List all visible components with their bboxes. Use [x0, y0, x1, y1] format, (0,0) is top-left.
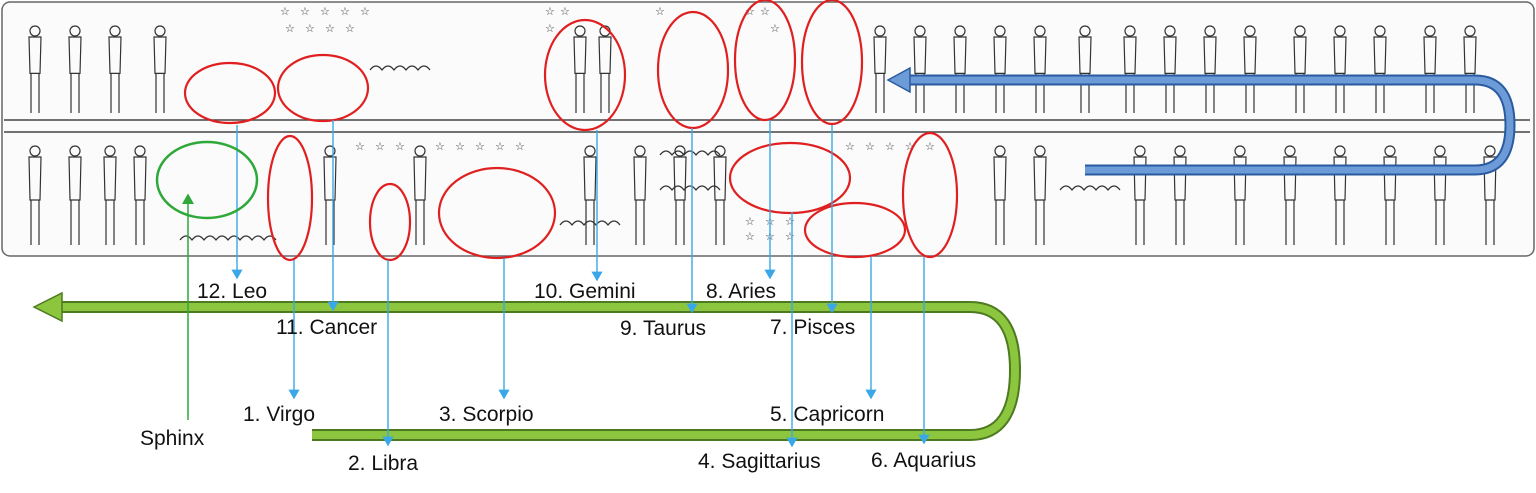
star-icon: ☆ [905, 140, 915, 153]
label-sagittarius: 4. Sagittarius [698, 450, 821, 473]
label-scorpio: 3. Scorpio [439, 403, 534, 426]
hieroglyph-figures [28, 25, 1497, 245]
star-icon: ☆ [285, 22, 295, 35]
snake-glyph [1059, 185, 1121, 191]
star-icon: ☆ [355, 140, 365, 153]
star-icon: ☆ [845, 140, 855, 153]
label-taurus: 9. Taurus [620, 317, 706, 340]
figure [1483, 145, 1497, 245]
figure [28, 25, 42, 113]
circle-sagittarius [728, 141, 852, 215]
label-pisces: 7. Pisces [770, 316, 855, 339]
figure [1283, 145, 1297, 245]
upper-path-arrow [886, 66, 1516, 176]
figure [873, 25, 887, 113]
star-icon: ☆ [495, 140, 505, 153]
lower-path-arrow [32, 291, 1022, 441]
snake-glyph [559, 220, 621, 226]
snake-glyph [659, 185, 721, 191]
star-icon: ☆ [925, 140, 935, 153]
star-icon: ☆ [515, 140, 525, 153]
star-icon: ☆ [745, 230, 755, 243]
label-gemini: 10. Gemini [534, 280, 636, 303]
figure [1433, 145, 1447, 245]
figure [153, 25, 167, 113]
star-glyphs: ☆☆☆☆☆☆☆☆☆☆☆☆☆☆☆☆☆☆☆☆☆☆☆☆☆☆☆☆☆☆☆☆☆☆☆ [280, 5, 935, 243]
label-capricorn: 5. Capricorn [770, 403, 884, 426]
star-icon: ☆ [300, 5, 310, 18]
circle-cancer [276, 53, 370, 123]
figure [1333, 145, 1347, 245]
star-icon: ☆ [395, 140, 405, 153]
snake-glyph [179, 235, 277, 241]
figure [108, 25, 122, 113]
figure [413, 145, 427, 245]
circle-capricorn [803, 201, 907, 259]
relief-frieze: ☆☆☆☆☆☆☆☆☆☆☆☆☆☆☆☆☆☆☆☆☆☆☆☆☆☆☆☆☆☆☆☆☆☆☆ [1, 1, 1535, 257]
star-icon: ☆ [360, 5, 370, 18]
star-icon: ☆ [435, 140, 445, 153]
star-icon: ☆ [785, 215, 795, 228]
circle-libra [368, 182, 412, 262]
figure [1133, 145, 1147, 245]
star-icon: ☆ [545, 5, 555, 18]
snake-glyph [369, 65, 431, 71]
figure [1233, 145, 1247, 245]
star-icon: ☆ [320, 5, 330, 18]
circle-virgo [266, 134, 314, 262]
snake-glyph [659, 150, 721, 156]
figure [673, 145, 687, 245]
sphinx-circle [155, 140, 259, 220]
figure [323, 145, 337, 245]
circle-leo [183, 61, 277, 125]
circle-aries [733, 0, 797, 122]
constellation-circles [183, 0, 959, 262]
figure [573, 25, 587, 113]
star-icon: ☆ [745, 215, 755, 228]
figure [633, 145, 647, 245]
figure [1383, 145, 1397, 245]
star-icon: ☆ [760, 5, 770, 18]
star-icon: ☆ [375, 140, 385, 153]
star-icon: ☆ [305, 22, 315, 35]
star-icon: ☆ [770, 22, 780, 35]
labels: 12. Leo 10. Gemini 8. Aries 11. Cancer 9… [140, 280, 976, 475]
label-libra: 2. Libra [348, 452, 418, 475]
star-icon: ☆ [785, 230, 795, 243]
figure [1173, 145, 1187, 245]
star-icon: ☆ [280, 5, 290, 18]
label-sphinx: Sphinx [140, 427, 205, 450]
figure [68, 25, 82, 113]
pointer-lines [231, 120, 930, 448]
label-aquarius: 6. Aquarius [871, 449, 976, 472]
figure [28, 145, 42, 245]
label-virgo: 1. Virgo [243, 403, 315, 426]
figure [1033, 145, 1047, 245]
label-cancer: 11. Cancer [276, 316, 377, 339]
circle-taurus [656, 10, 730, 130]
star-icon: ☆ [455, 140, 465, 153]
figure [103, 145, 117, 245]
star-icon: ☆ [560, 5, 570, 18]
label-aries: 8. Aries [706, 280, 776, 303]
star-icon: ☆ [340, 5, 350, 18]
figure [133, 145, 147, 245]
star-icon: ☆ [885, 140, 895, 153]
star-icon: ☆ [545, 22, 555, 35]
star-icon: ☆ [345, 22, 355, 35]
circle-scorpio [437, 166, 557, 260]
star-icon: ☆ [745, 5, 755, 18]
label-leo: 12. Leo [197, 280, 267, 303]
circle-gemini [543, 18, 627, 132]
figure [68, 145, 82, 245]
star-icon: ☆ [475, 140, 485, 153]
star-icon: ☆ [865, 140, 875, 153]
star-icon: ☆ [325, 22, 335, 35]
star-icon: ☆ [655, 5, 665, 18]
circle-aquarius [901, 131, 959, 259]
circle-pisces [800, 0, 864, 126]
figure [993, 145, 1007, 245]
